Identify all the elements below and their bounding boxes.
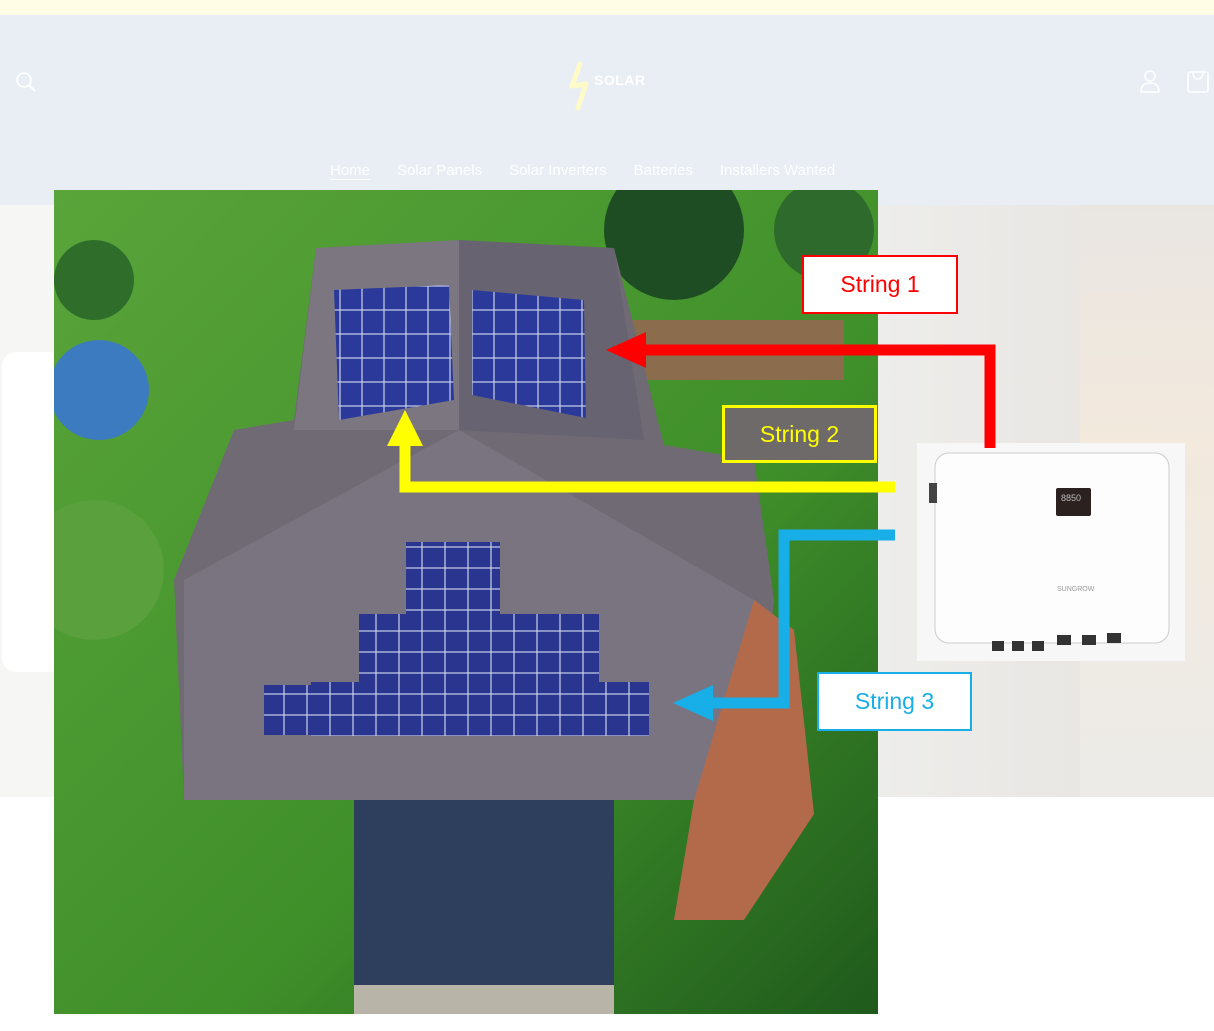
nav-installers-wanted[interactable]: Installers Wanted [719,162,836,179]
string-3-arrow [705,529,895,709]
string-1-label: String 1 [802,255,958,314]
string-1-arrow [640,344,996,448]
logo-text: SOLAR [594,72,646,88]
logo[interactable]: SOLAR [566,60,646,112]
main-nav: Home Solar Panels Solar Inverters Batter… [330,162,835,179]
nav-home[interactable]: Home [330,162,371,179]
house-roof-photo [54,190,878,1014]
string-2-arrow [399,440,895,493]
string-2-label: String 2 [722,405,877,463]
account-icon[interactable] [1138,68,1162,94]
cart-icon[interactable] [1186,68,1210,94]
inverter-display: 8850 [1061,493,1081,503]
hero-card [2,352,62,672]
nav-solar-inverters[interactable]: Solar Inverters [509,162,607,179]
lightning-bolt-icon [569,61,589,111]
nav-solar-panels[interactable]: Solar Panels [397,162,483,179]
inverter-brand: SUNGROW [1057,586,1095,593]
inverter-image: 8850 SUNGROW [917,443,1185,661]
nav-batteries[interactable]: Batteries [633,162,693,179]
site-header [0,15,1214,205]
announcement-bar [0,0,1214,15]
search-icon[interactable] [14,70,38,94]
string-3-label: String 3 [817,672,972,731]
